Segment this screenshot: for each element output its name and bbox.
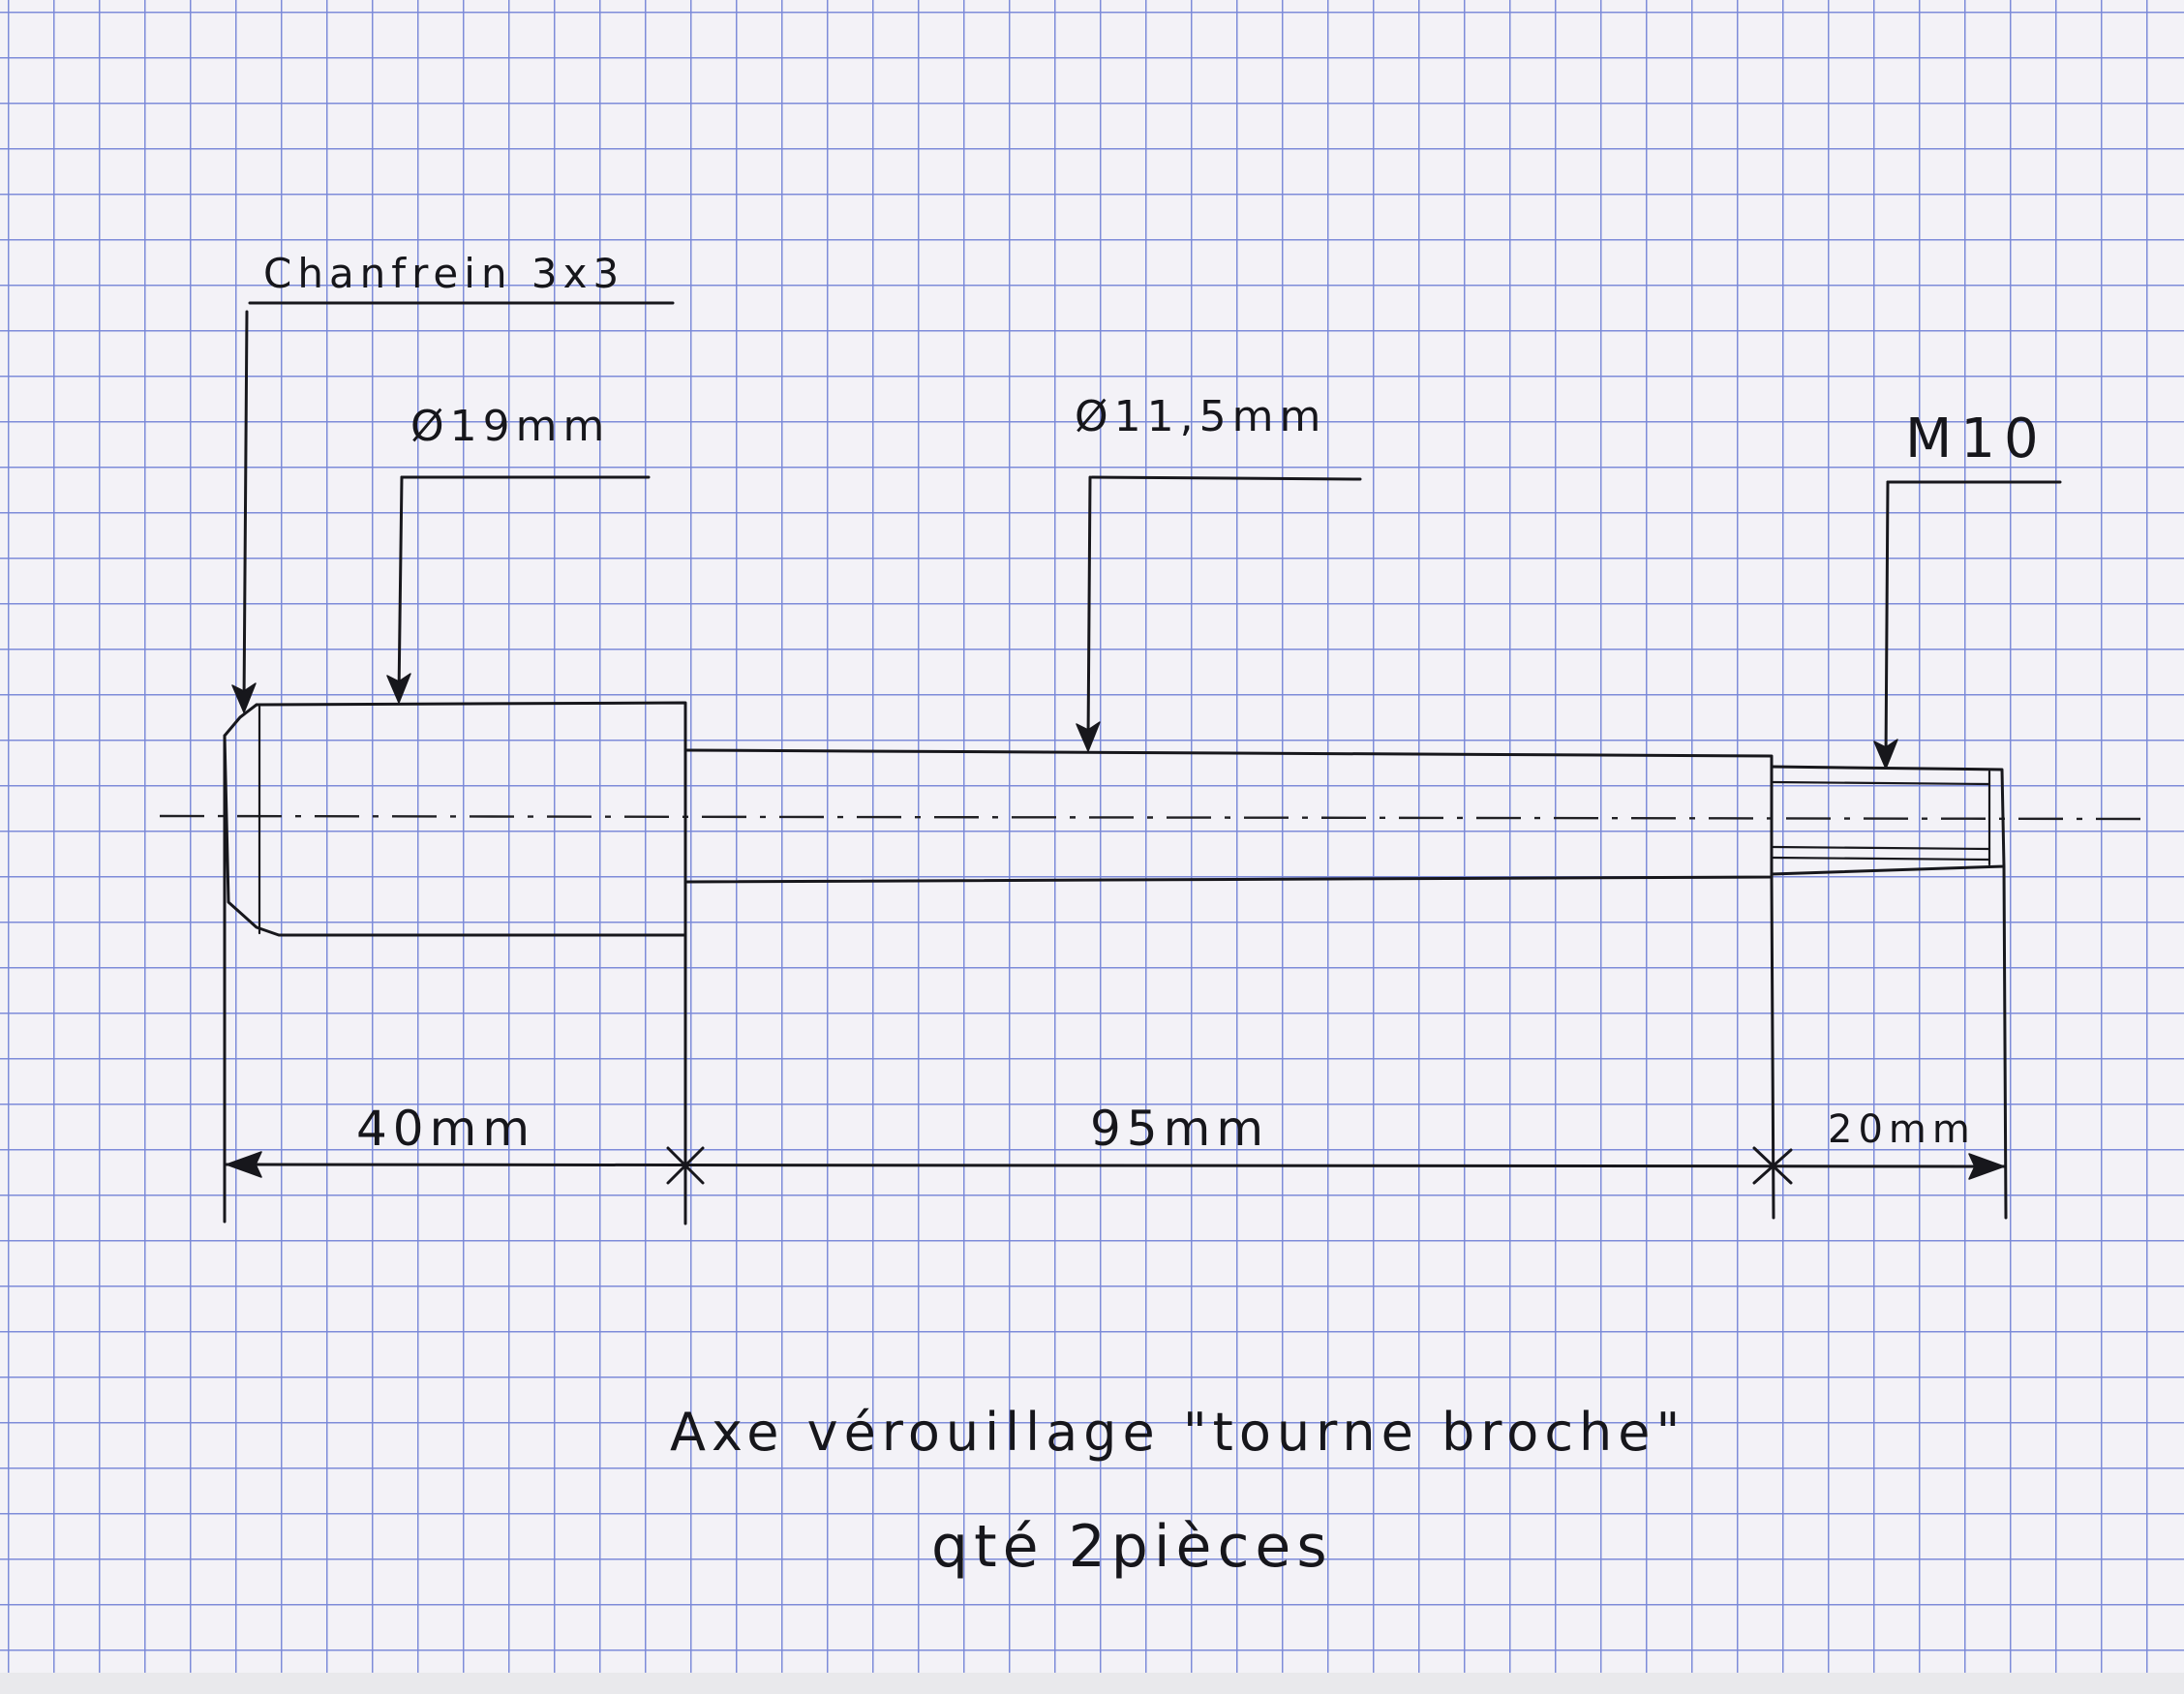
chamfer-leader-vertical	[242, 310, 249, 707]
small-dia-leader-horizontal	[1090, 475, 1362, 481]
extension-line-step-2	[1770, 875, 1775, 1220]
shaft-outline	[223, 701, 2006, 937]
extension-lines	[223, 734, 2008, 1225]
small-dia-leader-arrow	[1076, 721, 1101, 752]
thread-line-bottom	[1772, 845, 1991, 851]
length-40-label: 40mm	[356, 1101, 535, 1157]
dim-arrow-left	[226, 1151, 262, 1178]
quantity-label: qté 2pièces	[931, 1513, 1333, 1581]
large-dia-leader-vertical	[397, 475, 404, 697]
leader-lines	[231, 301, 2062, 770]
center-axis-line	[159, 814, 2145, 821]
length-95-label: 95mm	[1090, 1101, 1269, 1157]
chamfer-label: Chanfrein 3x3	[263, 250, 624, 297]
extension-line-right	[2002, 864, 2008, 1220]
large-section-outline	[223, 701, 687, 937]
dim-arrow-right	[1968, 1153, 2005, 1180]
chamfer-leader-arrow	[231, 682, 257, 713]
thread-leader-arrow	[1873, 739, 1898, 770]
dimension-line	[225, 1146, 2006, 1185]
small-diameter-label: Ø11,5mm	[1075, 392, 1326, 441]
thread-label: M10	[1905, 408, 2048, 470]
large-dia-leader-arrow	[386, 673, 411, 704]
length-20-label: 20mm	[1828, 1107, 1976, 1152]
dim-tick-step-2	[1752, 1146, 1793, 1185]
dimension-line-main	[225, 1163, 2006, 1168]
small-section-outline	[683, 748, 1774, 884]
thread-leader-vertical	[1884, 480, 1890, 763]
dim-tick-step-1	[666, 1146, 705, 1185]
thread-line-top	[1772, 780, 1991, 786]
small-dia-leader-vertical	[1086, 475, 1092, 745]
thread-line-lower	[1772, 856, 1991, 862]
large-diameter-label: Ø19mm	[410, 402, 610, 451]
part-title: Axe vérouillage "tourne broche"	[670, 1402, 1685, 1463]
sheet-edge	[0, 1673, 2184, 1694]
